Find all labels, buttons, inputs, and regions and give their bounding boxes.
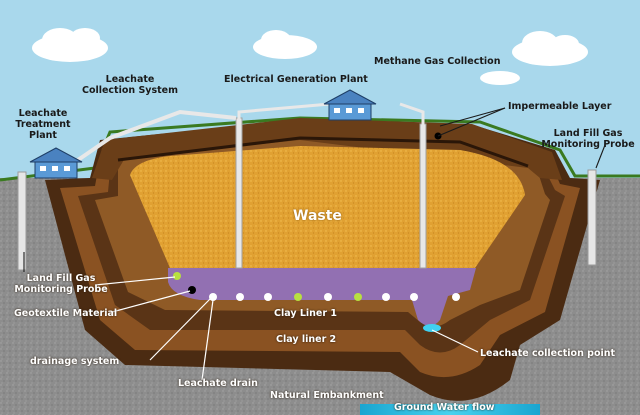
label-geotextile-material: Geotextile Material [14,308,118,319]
label-clay-liner-1: Clay Liner 1 [274,308,337,319]
methane-pipe [399,102,425,126]
gas-well-right [419,123,427,269]
gas-pipe-to-plant [237,102,331,120]
leachate-layer [168,268,476,326]
label-methane-gas-collection: Methane Gas Collection [374,56,501,67]
label-waste: Waste [293,208,342,224]
label-clay-liner-2: Clay liner 2 [276,334,337,345]
gas-probe-left [17,171,27,271]
label-natural-embankment: Natural Embankment [270,390,384,401]
clouds [32,28,588,85]
label-gas-probe-left: Land Fill Gas Monitoring Probe [14,273,108,295]
collection-point-marker [423,324,441,332]
drain-pipes [173,272,460,301]
leader-lines-dark [23,107,606,272]
label-gas-probe-right: Land Fill Gas Monitoring Probe [541,128,635,150]
label-drainage-system: drainage system [30,356,120,367]
electrical-plant-building [323,89,377,121]
gas-probe-right [587,169,597,266]
ground-water-band [360,404,540,415]
label-leachate-collection-point: Leachate collection point [480,348,616,359]
label-leachate-drain: Leachate drain [178,378,258,389]
label-impermeable-layer: Impermeable Layer [508,101,612,112]
label-ground-water-flow: Ground Water flow [394,402,495,413]
label-leachate-treatment-plant: Leachate Treatment Plant [15,108,71,141]
leachate-pipe [76,109,237,162]
gas-well-left [235,117,243,269]
label-leachate-collection-system: Leachate Collection System [81,74,179,96]
impermeable-layer [117,136,529,168]
treatment-plant-building [29,147,83,179]
label-electrical-generation-plant: Electrical Generation Plant [224,74,368,85]
leader-lines [94,276,479,381]
waste-body [130,146,525,268]
